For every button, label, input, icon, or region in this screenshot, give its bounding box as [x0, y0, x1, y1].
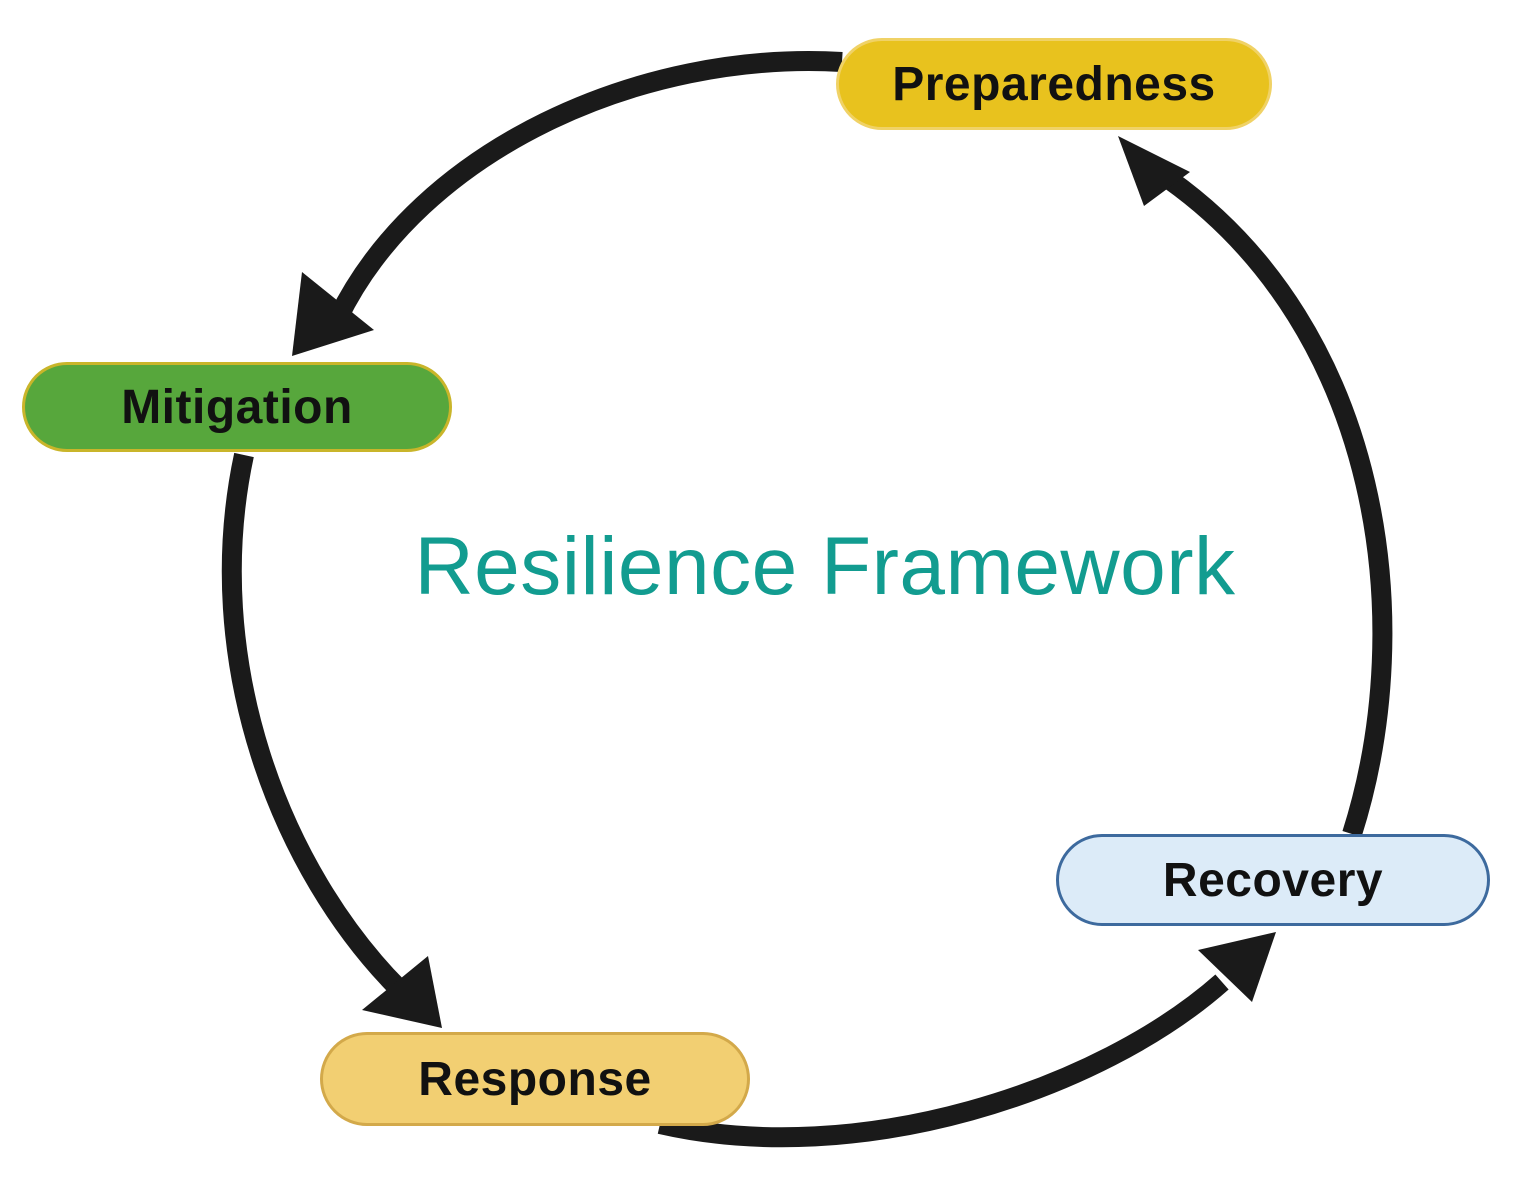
arrow-mitigation-to-response — [221, 452, 408, 998]
arrowhead-recovery — [1198, 932, 1276, 1002]
phase-mitigation: Mitigation — [22, 362, 452, 452]
arrow-recovery-to-preparedness — [1164, 171, 1393, 838]
arrowhead-mitigation — [292, 272, 374, 356]
diagram-title: Resilience Framework — [414, 521, 1236, 612]
phase-preparedness-label: Preparedness — [892, 57, 1216, 111]
arrowhead-preparedness — [1118, 136, 1190, 206]
phase-response: Response — [320, 1032, 750, 1126]
phase-preparedness: Preparedness — [836, 38, 1272, 130]
arrowhead-response — [362, 956, 442, 1028]
phase-response-label: Response — [418, 1052, 652, 1106]
phase-mitigation-label: Mitigation — [121, 380, 353, 434]
phase-recovery: Recovery — [1056, 834, 1490, 926]
arrow-preparedness-to-mitigation — [329, 51, 843, 323]
arrow-response-to-recovery — [657, 974, 1229, 1148]
phase-recovery-label: Recovery — [1162, 853, 1384, 907]
